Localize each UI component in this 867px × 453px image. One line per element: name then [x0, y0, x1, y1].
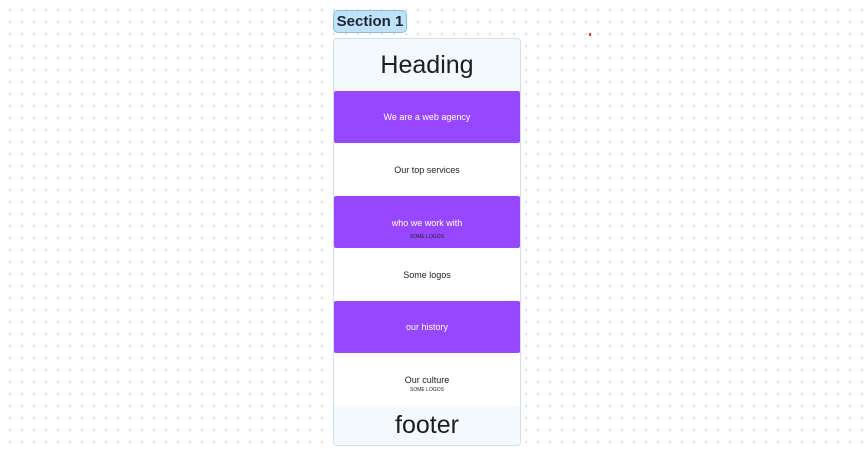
culture-subtext: SOME LOGOS [410, 387, 444, 393]
services-block[interactable]: Our top services [334, 143, 520, 196]
logos-block[interactable]: Some logos [334, 248, 520, 301]
who-subtext: SOME LOGOS [410, 234, 444, 240]
section-label[interactable]: Section 1 [333, 10, 407, 33]
history-text: our history [405, 322, 449, 332]
footer-block[interactable]: footer [334, 405, 520, 445]
cursor-marker [589, 33, 591, 36]
heading-block[interactable]: Heading [334, 39, 520, 91]
culture-text: Our culture [404, 375, 450, 385]
footer-text: footer [395, 410, 459, 439]
agency-block[interactable]: We are a web agency [334, 91, 520, 143]
who-text: who we work with [391, 218, 463, 228]
history-block[interactable]: our history [334, 301, 520, 353]
section-frame[interactable]: Heading We are a web agency Our top serv… [333, 38, 521, 446]
agency-text: We are a web agency [383, 112, 471, 122]
logos-text: Some logos [403, 269, 451, 280]
heading-text: Heading [380, 50, 474, 79]
services-text: Our top services [394, 164, 460, 175]
